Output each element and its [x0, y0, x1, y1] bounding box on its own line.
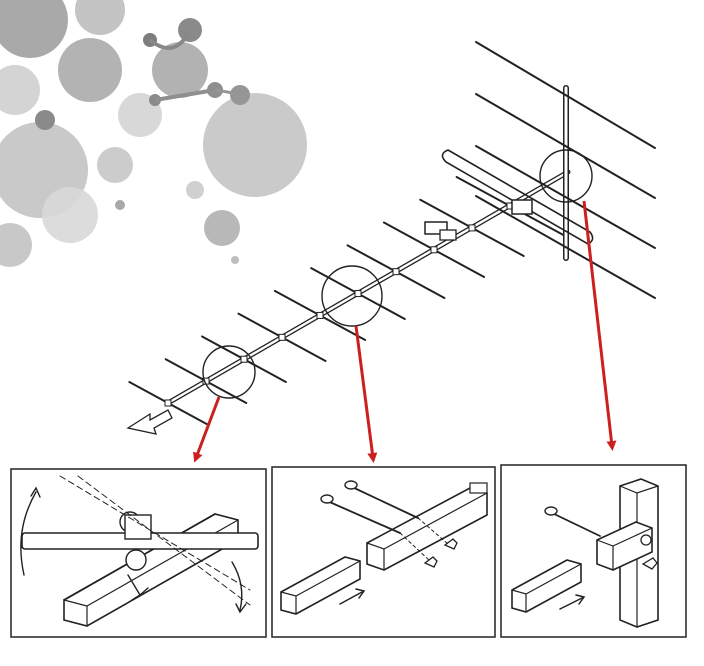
element-clip — [392, 268, 400, 276]
element-clip — [316, 311, 324, 319]
element-clip — [430, 246, 438, 254]
element-clip — [468, 224, 476, 232]
detail-panel-element-mount — [10, 468, 267, 638]
arrow-to-boom-joint — [354, 325, 378, 463]
element-clip — [354, 290, 362, 298]
element-clip — [278, 333, 286, 341]
detail-arrows — [193, 200, 617, 463]
detail-panel-boom-joint — [271, 466, 496, 638]
decorative-bubbles — [0, 0, 307, 267]
element-clip — [164, 399, 172, 407]
element-clip — [240, 355, 248, 363]
detail-panel-mast-clamp — [500, 464, 687, 638]
arrow-to-element-mount — [193, 396, 221, 463]
arrow-to-mast-clamp — [582, 200, 617, 451]
